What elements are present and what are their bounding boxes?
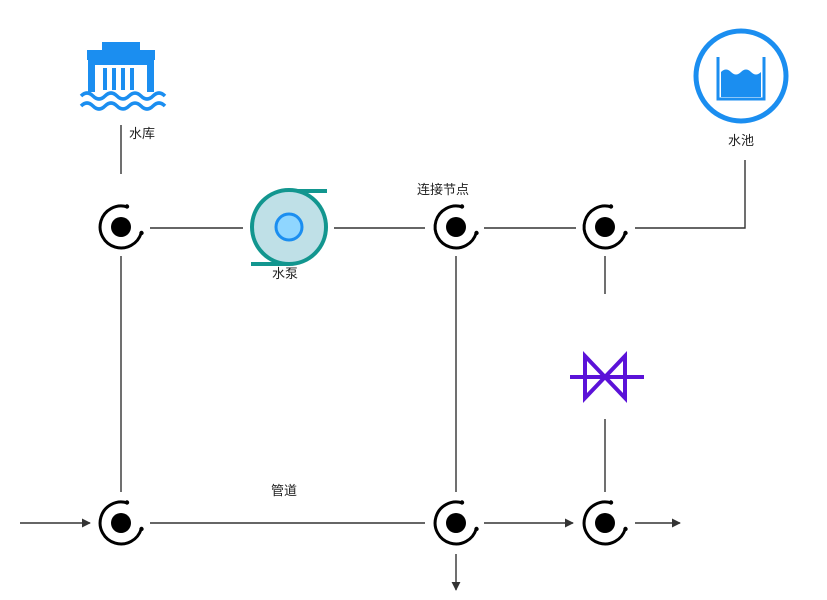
junction-label: 连接节点	[417, 183, 470, 198]
water-tank-icon[interactable]	[693, 28, 789, 124]
junction-node-icon[interactable]	[582, 202, 630, 250]
junction-node-icon[interactable]	[433, 498, 481, 546]
pipe-node-pool[interactable]	[635, 160, 746, 229]
reservoir-icon[interactable]	[79, 42, 167, 111]
reservoir-label: 水库	[129, 127, 156, 142]
junction-node-icon[interactable]	[98, 498, 146, 546]
pump-label: 水泵	[272, 267, 299, 282]
pool-label: 水池	[728, 134, 755, 149]
gate-valve-icon[interactable]	[570, 351, 644, 403]
pipe-label: 管道	[271, 484, 298, 499]
junction-node-icon[interactable]	[433, 202, 481, 250]
junction-node-icon[interactable]	[98, 202, 146, 250]
junction-node-icon[interactable]	[582, 498, 630, 546]
pipes	[20, 125, 746, 591]
pump-icon[interactable]	[250, 188, 328, 266]
